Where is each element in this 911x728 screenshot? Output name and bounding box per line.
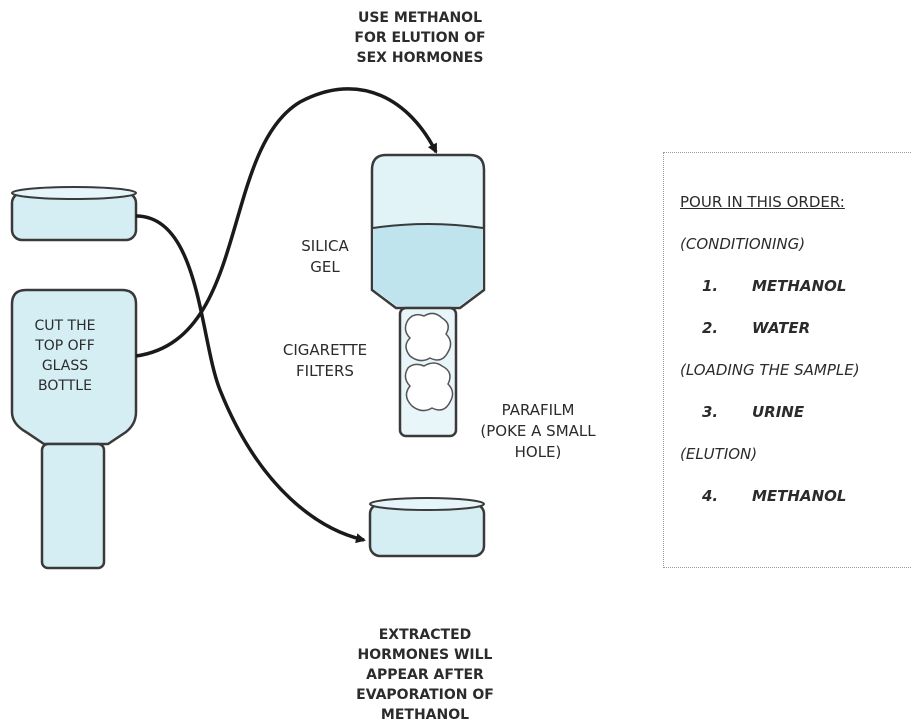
methanol-elution-line-3: SEX HORMONES (356, 50, 484, 66)
silica-gel-line-1: SILICA (301, 237, 349, 255)
arrow-to-collection-dish (135, 214, 366, 544)
filter-cotton-upper (404, 312, 452, 362)
cut-bottle-line-4: BOTTLE (38, 378, 92, 394)
cut-bottle-line-3: GLASS (41, 358, 89, 374)
methanol-elution-line-2: FOR ELUTION OF (354, 30, 486, 46)
extracted-line-3: APPEAR AFTER (366, 667, 484, 683)
cigarette-filters-line-2: FILTERS (296, 362, 354, 380)
cut-bottle-line-2: TOP OFF (35, 338, 95, 354)
step-2-number: 2. (702, 319, 719, 337)
cut-bottle-line-1: CUT THE (34, 318, 96, 334)
parafilm-line-3: HOLE) (514, 443, 562, 461)
extracted-line-4: EVAPORATION OF (356, 687, 494, 703)
step-4-text: METHANOL (752, 487, 847, 505)
pour-order-heading: POUR IN THIS ORDER: (680, 193, 845, 211)
spe-column (370, 153, 486, 310)
cigarette-filters-line-1: CIGARETTE (282, 341, 368, 359)
extracted-hormones-note: EXTRACTED HORMONES WILL APPEAR AFTER EVA… (335, 625, 515, 725)
stage-loading-sample: (LOADING THE SAMPLE) (680, 361, 860, 379)
glass-bottle (10, 288, 138, 570)
step-1-text: METHANOL (752, 277, 847, 295)
collection-dish (368, 497, 486, 558)
extracted-line-1: EXTRACTED (378, 627, 472, 643)
methanol-elution-note: USE METHANOL FOR ELUTION OF SEX HORMONES (325, 8, 515, 68)
filter-cotton-lower (404, 362, 454, 412)
pour-order-box: POUR IN THIS ORDER: (CONDITIONING) 1. ME… (663, 152, 911, 568)
stage-elution: (ELUTION) (680, 445, 758, 463)
silica-gel-label: SILICA GEL (290, 236, 360, 278)
stage-conditioning: (CONDITIONING) (680, 235, 806, 253)
parafilm-label: PARAFILM (POKE A SMALL HOLE) (468, 400, 608, 463)
methanol-elution-line-1: USE METHANOL (357, 10, 483, 26)
step-3-text: URINE (752, 403, 805, 421)
parafilm-line-2: (POKE A SMALL (480, 422, 596, 440)
step-1-number: 1. (702, 277, 719, 295)
cigarette-filters-label: CIGARETTE FILTERS (270, 340, 380, 382)
extracted-line-5: METHANOL (380, 707, 470, 723)
step-4-number: 4. (702, 487, 719, 505)
step-2-text: WATER (752, 319, 811, 337)
bottle-top-piece (10, 186, 138, 242)
step-3-number: 3. (702, 403, 719, 421)
silica-gel-line-2: GEL (310, 258, 340, 276)
cut-bottle-label: CUT THE TOP OFF GLASS BOTTLE (20, 316, 110, 396)
parafilm-line-1: PARAFILM (501, 401, 575, 419)
extracted-line-2: HORMONES WILL (357, 647, 493, 663)
filter-tube (398, 306, 458, 438)
